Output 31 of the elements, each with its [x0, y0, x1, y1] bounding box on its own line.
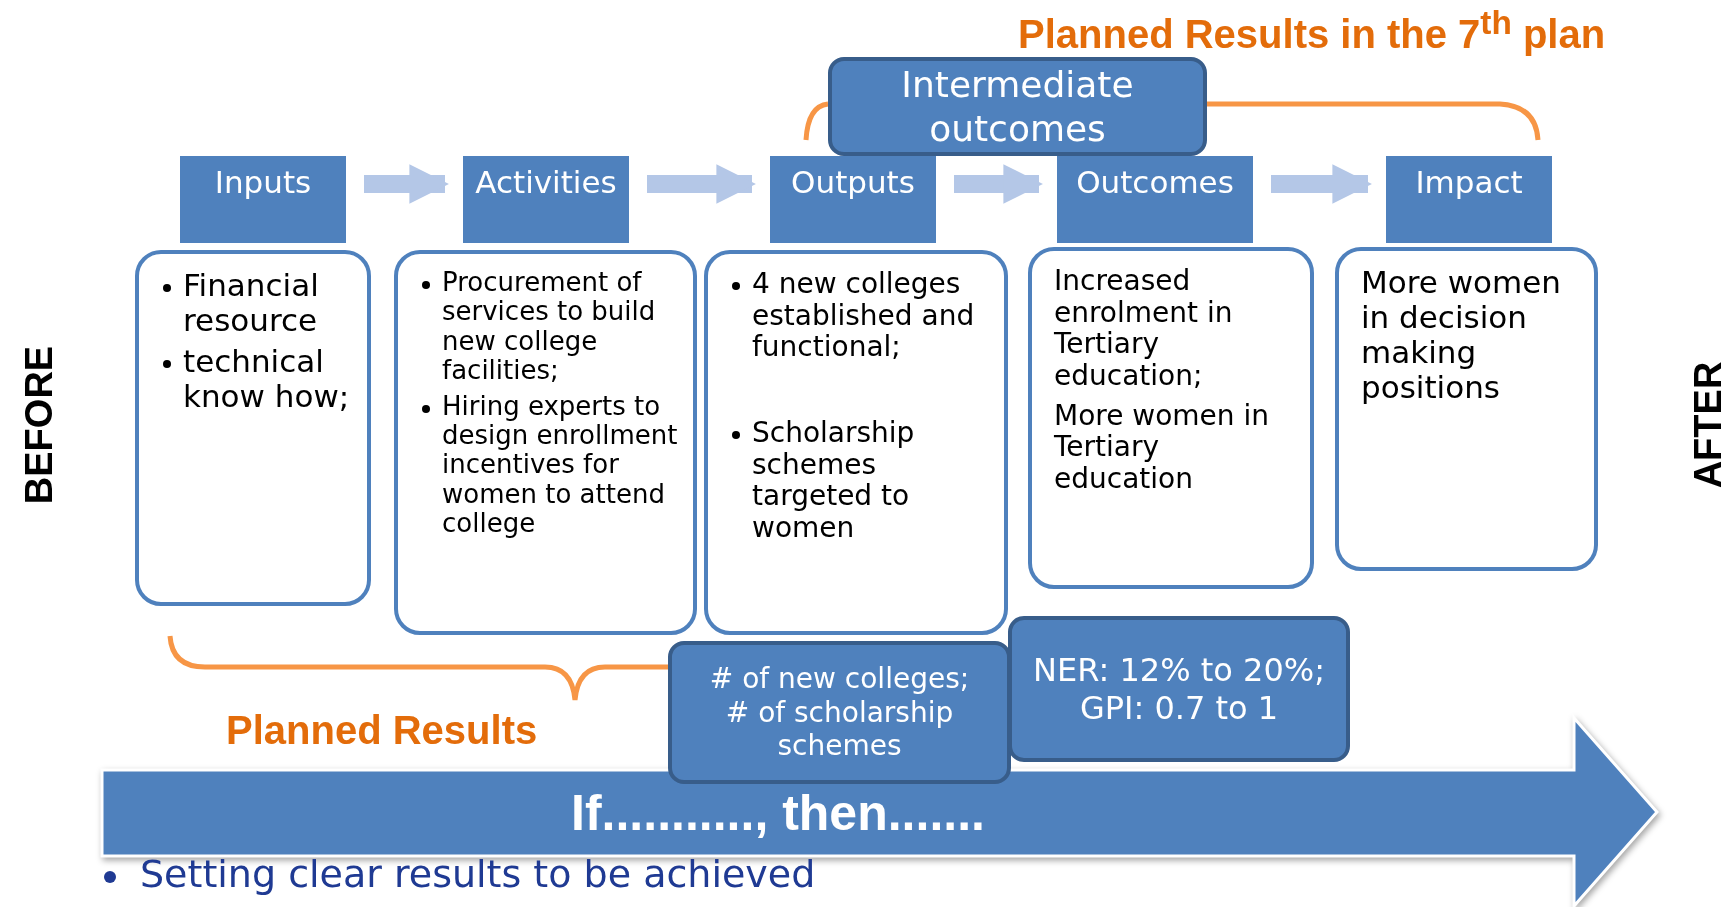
content-box [394, 250, 697, 635]
stage-header-box: Outcomes [1057, 156, 1253, 243]
arrow-label: If..........., then....... [571, 784, 985, 842]
title: Planned Results in the 7$^{th}$ plan [1018, 4, 1606, 58]
indicator-box: NER: 12% to 20%; GPI: 0.7 to 1 [1008, 616, 1350, 762]
bullet-text: Procurement of services to build new college facilities; [442, 268, 657, 386]
content-box [704, 250, 1008, 635]
block-arrow [364, 164, 449, 204]
text-paragraph: More women in Tertiary education [1054, 398, 1270, 495]
text-paragraph: More women in decision making positions [1361, 264, 1561, 406]
indicator-box: # of new colleges; # of scholarship schemes [668, 641, 1011, 784]
bullet-text: 4 new colleges established and functional; [752, 268, 976, 363]
bullet-text: Setting clear results to be achieved [140, 852, 816, 896]
side-label: AFTER [1686, 361, 1730, 489]
stage-header-box: Activities [463, 156, 629, 243]
block-arrow [647, 164, 756, 204]
bullet-text: Hiring experts to design enrollment incentives for women to attend college [442, 391, 679, 539]
indicator-box: Intermediate outcomes [828, 57, 1207, 156]
stage-header-box: Impact [1386, 156, 1552, 243]
content-box [1335, 247, 1598, 571]
bullet-text: technical know how; [183, 344, 351, 415]
block-arrow [1271, 164, 1372, 204]
side-label: BEFORE [17, 345, 61, 505]
stage-header-box: Outputs [770, 156, 936, 243]
block-arrow [954, 164, 1043, 204]
stage-header-box: Inputs [180, 156, 346, 243]
text-paragraph: Increased enrolment in Tertiary education; [1054, 264, 1233, 392]
content-box [135, 250, 371, 606]
content-box [1028, 247, 1314, 589]
bullet-text: Scholarship schemes targeted to women [752, 416, 916, 544]
brace-label: Planned Results [226, 708, 538, 753]
